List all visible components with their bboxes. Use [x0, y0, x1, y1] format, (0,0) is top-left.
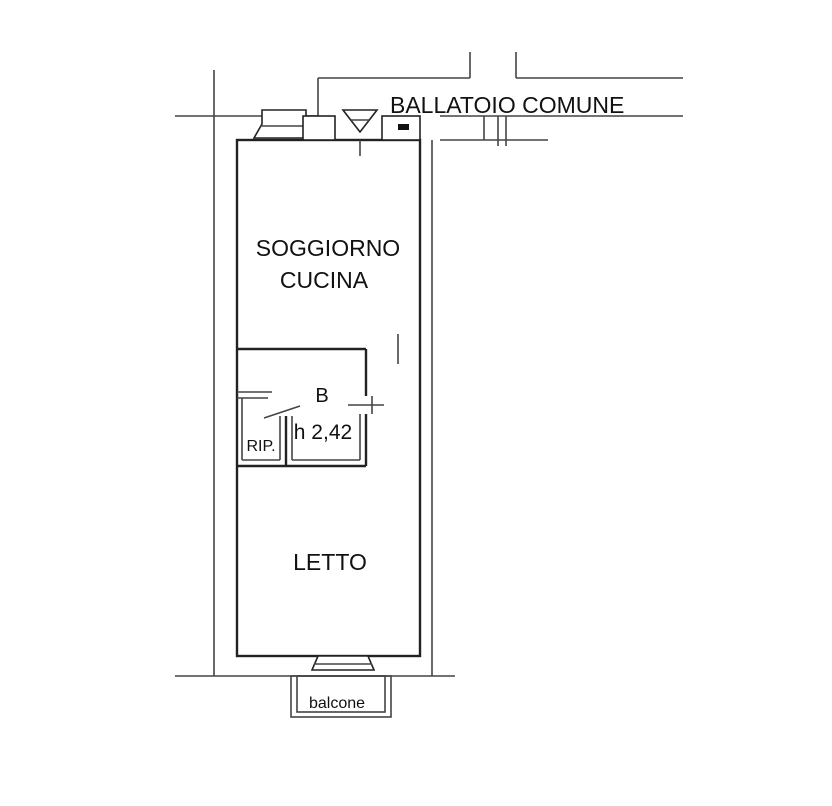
kitchen-label: CUCINA	[280, 267, 369, 293]
bathroom-label: B	[315, 385, 328, 407]
building-lines	[175, 70, 683, 677]
storage-label: RIP.	[246, 438, 275, 455]
south-window-icon	[310, 655, 376, 671]
entrance-door-icon	[398, 124, 409, 130]
entrance-fixtures	[252, 109, 421, 156]
corridor	[317, 52, 683, 146]
living-room-label: SOGGIORNO	[256, 235, 400, 261]
balcony-inner	[296, 675, 386, 713]
bathroom-block	[237, 347, 384, 468]
balcony-label: balcone	[309, 695, 365, 712]
door-swing-line	[263, 405, 301, 419]
ceiling-height-label: h 2,42	[294, 421, 352, 444]
corridor-label: BALLATOIO COMUNE	[390, 92, 624, 118]
south-balcony	[290, 655, 392, 718]
meter-triangle-icon	[341, 109, 379, 134]
north-opening-block	[302, 115, 336, 141]
bedroom-label: LETTO	[293, 549, 367, 575]
